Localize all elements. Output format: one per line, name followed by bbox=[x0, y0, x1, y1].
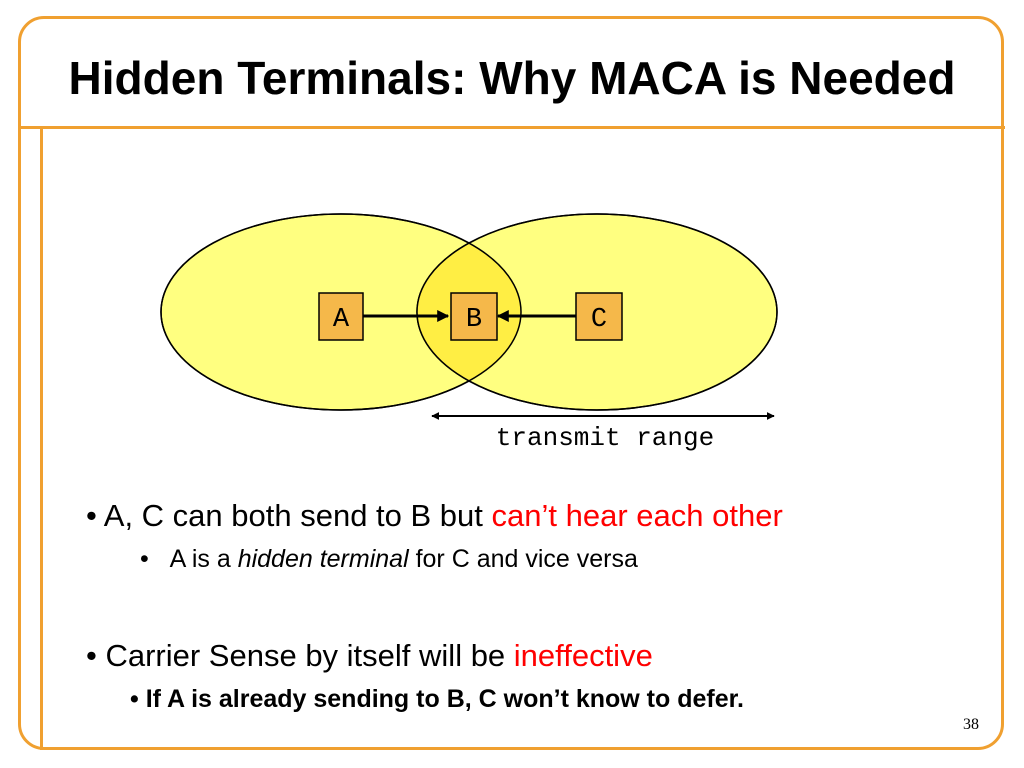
sub-bullet-1-lead: A is a bbox=[169, 545, 238, 573]
slide-frame bbox=[18, 16, 1004, 750]
range-ellipse-a-outline bbox=[160, 213, 522, 411]
sub-bullet-marker: • bbox=[130, 685, 146, 713]
bullet-marker: • bbox=[86, 638, 106, 673]
bullet-1-highlight: can’t hear each other bbox=[491, 498, 783, 533]
bullet-1-text: A, C can both send to B but bbox=[103, 498, 492, 533]
title-divider bbox=[18, 126, 1005, 129]
range-ellipse-c-outline bbox=[416, 213, 778, 411]
transmit-range-label: transmit range bbox=[496, 423, 714, 453]
node-b-label: B bbox=[466, 305, 482, 335]
sub-bullet-1-emphasis: hidden terminal bbox=[237, 545, 409, 573]
bullet-item-2: • Carrier Sense by itself will be ineffe… bbox=[86, 632, 1006, 680]
bullet-marker: • bbox=[86, 498, 104, 533]
bullet-2-highlight: ineffective bbox=[513, 638, 653, 673]
slide-title: Hidden Terminals: Why MACA is Needed bbox=[68, 52, 956, 104]
bullet-item-1: • A, C can both send to B but can’t hear… bbox=[86, 492, 1006, 540]
bullet-2-text: Carrier Sense by itself will be bbox=[105, 638, 514, 673]
node-b bbox=[450, 292, 498, 341]
node-a bbox=[318, 292, 364, 341]
node-a-label: A bbox=[333, 305, 350, 335]
sub-bullet-marker: • bbox=[140, 545, 170, 573]
bullet-list: • A, C can both send to B but can’t hear… bbox=[86, 492, 1006, 718]
sub-bullet-2: • If A is already sending to B, C won’t … bbox=[86, 680, 1006, 718]
sub-bullet-1-tail: for C and vice versa bbox=[408, 545, 638, 573]
left-margin-rule bbox=[40, 126, 43, 750]
page-number: 38 bbox=[963, 716, 979, 733]
node-c bbox=[575, 292, 623, 341]
sub-bullet-1: • A is a hidden terminal for C and vice … bbox=[86, 540, 1006, 578]
sub-bullet-2-text: If A is already sending to B, C won’t kn… bbox=[145, 685, 744, 713]
node-c-label: C bbox=[591, 305, 607, 335]
